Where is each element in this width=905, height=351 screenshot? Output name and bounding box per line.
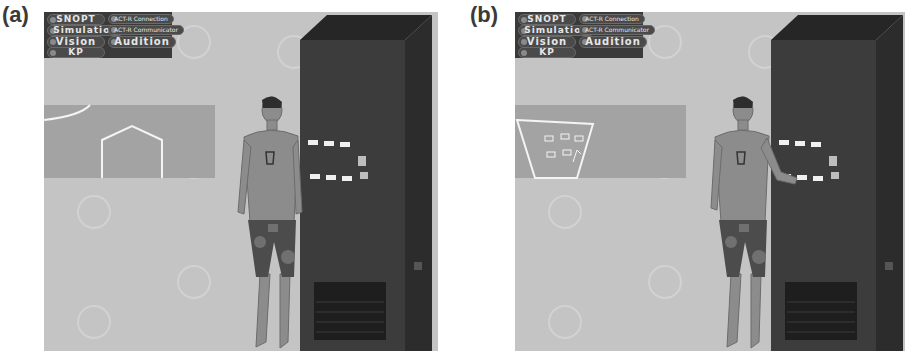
button-label: ACT-R Communicator xyxy=(114,27,178,33)
button-label: Vision xyxy=(56,37,96,47)
menu-button: ACT-R Connection xyxy=(108,14,174,24)
menu-button: ACT-R Connection xyxy=(579,14,645,24)
menu-button: KP xyxy=(518,47,576,58)
button-icon xyxy=(521,17,527,23)
button-icon xyxy=(521,39,527,45)
button-icon xyxy=(50,17,56,23)
button-label: SNOPT xyxy=(56,15,95,24)
menu-button: SNOPT xyxy=(47,14,105,25)
menu-button: Audition xyxy=(108,36,176,48)
button-label: KP xyxy=(68,48,84,57)
menu-button: ACT-R Communicator xyxy=(108,25,184,35)
panel-letter: (b) xyxy=(470,4,498,26)
button-icon xyxy=(521,50,527,56)
menu-button: Audition xyxy=(579,36,647,48)
button-label: Vision xyxy=(527,37,567,47)
button-icon xyxy=(50,50,56,56)
button-icon xyxy=(50,39,56,45)
button-label: ACT-R Connection xyxy=(114,16,168,22)
button-label: KP xyxy=(539,48,555,57)
menu-button: ACT-R Communicator xyxy=(579,25,655,35)
button-label: ACT-R Communicator xyxy=(585,27,649,33)
menu-button: SNOPT xyxy=(518,14,576,25)
menu-button: KP xyxy=(47,47,105,58)
button-label: Audition xyxy=(114,37,170,47)
button-label: Audition xyxy=(585,37,641,47)
panel-letter: (a) xyxy=(2,4,29,26)
button-label: SNOPT xyxy=(527,15,566,24)
button-label: ACT-R Connection xyxy=(585,16,639,22)
